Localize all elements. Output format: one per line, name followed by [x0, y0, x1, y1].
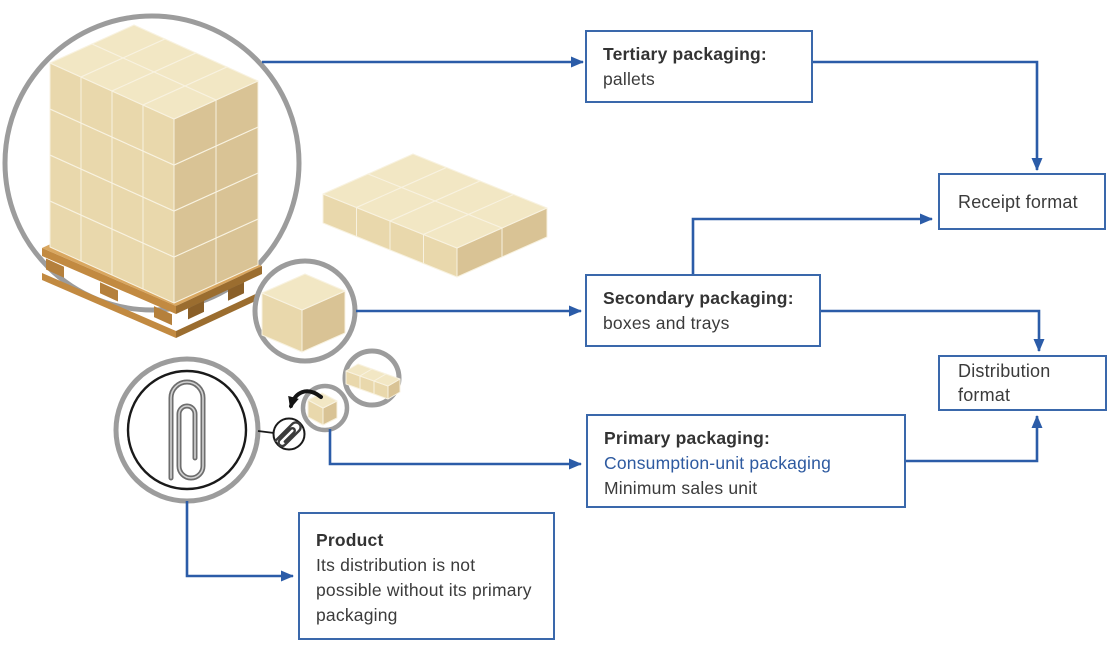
- distribution-format-label: Distribution format: [958, 361, 1051, 405]
- tray-of-boxes-illustration: [322, 153, 548, 278]
- tertiary-title: Tertiary packaging:: [603, 44, 767, 64]
- primary-sales-unit: Minimum sales unit: [604, 478, 758, 498]
- primary-title: Primary packaging:: [604, 428, 771, 448]
- paperclip-illustration: [113, 356, 261, 504]
- curved-transform-arrow-icon: [288, 389, 323, 409]
- node-tertiary-packaging: Tertiary packaging: pallets: [585, 30, 813, 103]
- single-box-illustration: [261, 273, 346, 353]
- connector-secondary-to-distribution: [821, 309, 1045, 352]
- carton-face: [423, 214, 503, 249]
- connector-secondary-to-receipt: [691, 213, 933, 274]
- node-distribution-format: Distribution format: [938, 355, 1107, 411]
- tertiary-desc: pallets: [603, 69, 655, 89]
- node-receipt-format: Receipt format: [938, 173, 1106, 230]
- primary-consumption-unit: Consumption-unit packaging: [604, 453, 832, 473]
- node-secondary-packaging: Secondary packaging: boxes and trays: [585, 274, 821, 347]
- carton-face: [142, 85, 217, 120]
- pallet-load-illustration: [49, 24, 259, 304]
- carton-face: [261, 273, 346, 311]
- multipack-strip-illustration: [345, 363, 401, 400]
- clip-link-line: [257, 430, 275, 434]
- product-desc: Its distribution is not possible without…: [316, 555, 532, 625]
- product-title: Product: [316, 530, 384, 550]
- node-product: Product Its distribution is not possible…: [298, 512, 555, 640]
- receipt-format-label: Receipt format: [958, 191, 1078, 212]
- connector-tertiary-to-receipt: [813, 60, 1043, 171]
- connector-clip-to-product: [185, 501, 294, 582]
- mini-paperclip-icon: [272, 417, 306, 451]
- connector-primary-to-distribution: [906, 415, 1043, 463]
- secondary-desc: boxes and trays: [603, 313, 730, 333]
- node-primary-packaging: Primary packaging: Consumption-unit pack…: [586, 414, 906, 508]
- secondary-title: Secondary packaging:: [603, 288, 794, 308]
- carton-face: [373, 373, 401, 387]
- connector-unit-to-primary: [328, 429, 582, 470]
- consumption-unit-box-illustration: [307, 392, 338, 426]
- connectors: [185, 56, 1045, 582]
